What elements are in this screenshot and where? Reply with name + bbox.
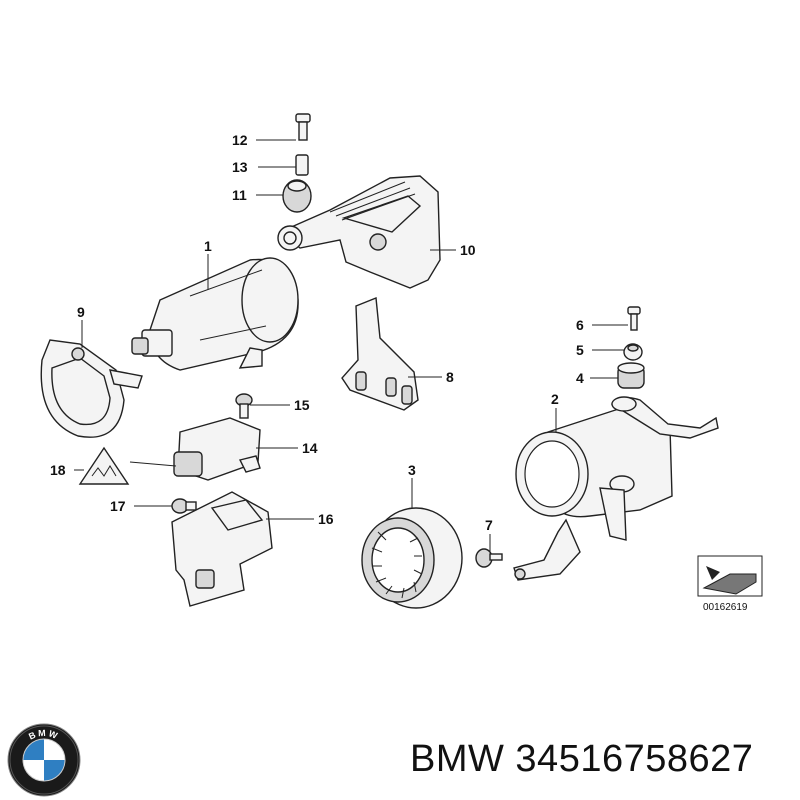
callout-6: 6 [576, 317, 584, 333]
bmw-logo: BMW [7, 723, 81, 797]
part-7-screw [475, 548, 503, 568]
part-1-motor [131, 257, 299, 371]
svg-text:BMW: BMW [27, 728, 61, 742]
part-2-housing [513, 396, 719, 581]
callout-15: 15 [294, 397, 310, 413]
callout-11: 11 [232, 187, 247, 203]
part-8-bracket [341, 297, 419, 411]
part-10-bracket [277, 175, 441, 289]
part-12-bolt [295, 113, 311, 141]
callout-1: 1 [204, 238, 212, 254]
brand-part-number: BMW 34516758627 [410, 738, 754, 780]
callout-16: 16 [318, 511, 334, 527]
reference-code: 00162619 [703, 602, 748, 613]
part-18-warning-label [78, 446, 130, 485]
part-9-clamp [40, 339, 143, 438]
callout-14: 14 [302, 440, 318, 456]
part-3-gear-ring [361, 507, 463, 609]
callout-labels: 12 13 11 1 10 9 8 6 5 4 2 3 7 15 14 18 1… [50, 132, 584, 533]
part-17-screw [171, 498, 197, 514]
callout-3: 3 [408, 462, 416, 478]
callout-13: 13 [232, 159, 248, 175]
parts-diagram: 00162619 12 13 11 1 10 9 8 6 5 4 2 3 7 [40, 113, 763, 613]
part-5-washer [623, 343, 643, 361]
part-13-sleeve [295, 154, 309, 176]
callout-10: 10 [460, 242, 476, 258]
reference-icon [697, 555, 763, 597]
callout-2: 2 [551, 391, 559, 407]
part-11-rubber-mount [282, 179, 312, 213]
logo-letters: BMW [27, 728, 59, 742]
callout-17: 17 [110, 498, 126, 514]
callout-12: 12 [232, 132, 248, 148]
callout-7: 7 [485, 517, 493, 533]
part-16-bracket [171, 491, 273, 607]
callout-18: 18 [50, 462, 66, 478]
part-15-screw [235, 393, 253, 419]
leader-lines [74, 139, 628, 552]
part-4-rubber-mount [617, 362, 645, 389]
part-6-bolt [627, 306, 641, 331]
callout-5: 5 [576, 342, 584, 358]
callout-8: 8 [446, 369, 454, 385]
callout-9: 9 [77, 304, 85, 320]
callout-4: 4 [576, 370, 584, 386]
part-14-sensor [129, 417, 261, 481]
